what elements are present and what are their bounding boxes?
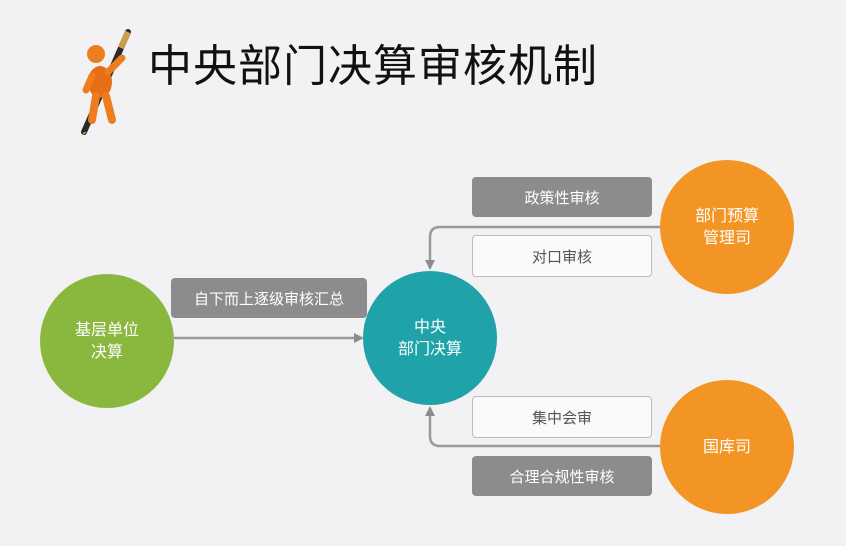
grassroots-node-line1: 基层单位 bbox=[74, 320, 139, 339]
pen-figure-icon bbox=[81, 29, 131, 136]
treasury-arrow bbox=[425, 406, 660, 448]
centralized-review-label: 集中会审 bbox=[472, 396, 652, 438]
policy-review-label: 政策性审核 bbox=[472, 177, 652, 217]
central-node: 中央 部门决算 bbox=[363, 271, 497, 405]
central-node-line1: 中央 bbox=[413, 317, 446, 336]
central-node-line2: 部门决算 bbox=[397, 339, 462, 358]
treasury-node: 国库司 bbox=[660, 380, 794, 514]
treasury-node-label: 国库司 bbox=[702, 437, 751, 456]
counterpart-review-label: 对口审核 bbox=[472, 235, 652, 277]
budget-dept-arrow bbox=[425, 225, 660, 270]
budget-dept-node-line2: 管理司 bbox=[702, 228, 751, 247]
budget-dept-node-line1: 部门预算 bbox=[694, 206, 759, 225]
budget-dept-node: 部门预算 管理司 bbox=[660, 160, 794, 294]
grassroots-node: 基层单位 决算 bbox=[40, 274, 174, 408]
grassroots-node-line2: 决算 bbox=[90, 342, 123, 361]
bottom-up-label: 自下而上逐级审核汇总 bbox=[171, 278, 367, 318]
compliance-review-label: 合理合规性审核 bbox=[472, 456, 652, 496]
page-title: 中央部门决算审核机制 bbox=[148, 41, 598, 92]
